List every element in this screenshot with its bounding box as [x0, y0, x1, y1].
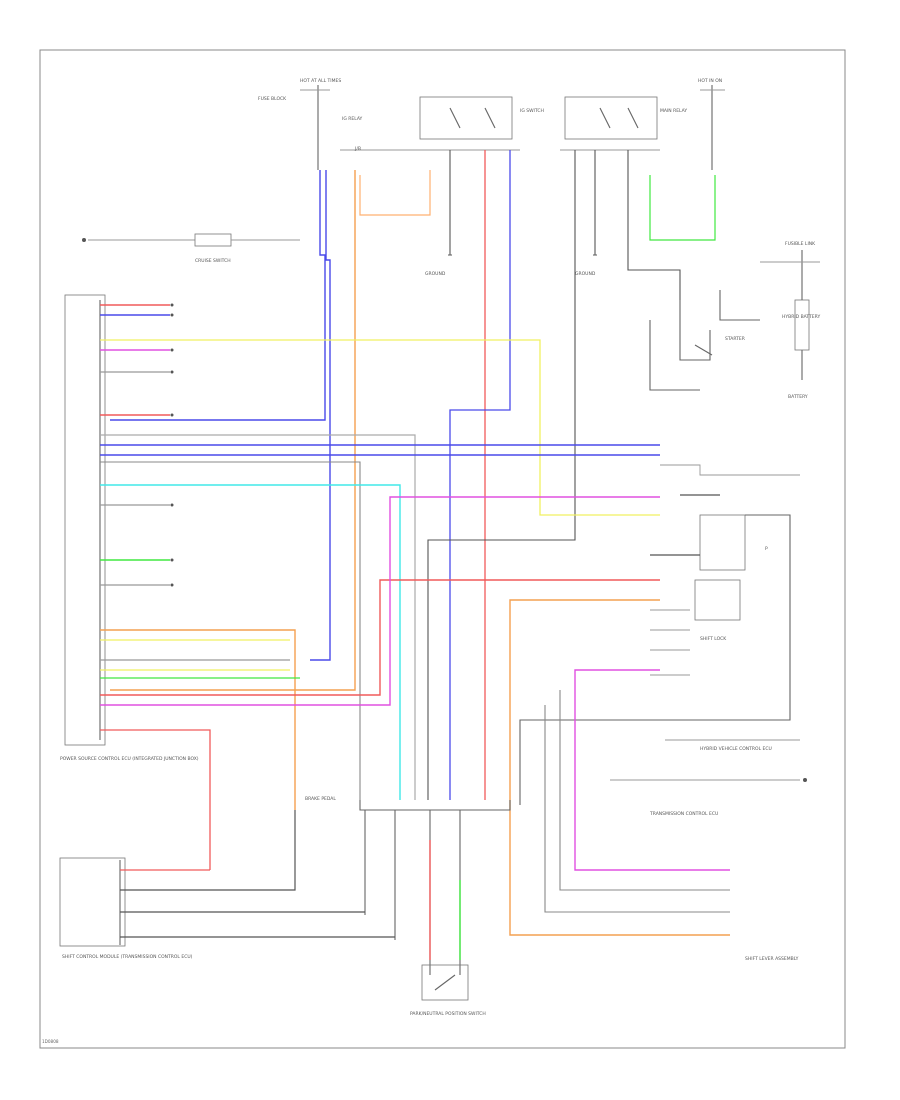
ig-switch-label: IG SWITCH [520, 108, 544, 114]
ig-relay-label: IG RELAY [342, 116, 363, 122]
diagram-frame [39, 49, 846, 1049]
main-relay-label: MAIN RELAY [660, 108, 687, 114]
fusible-link-label: FUSIBLE LINK [785, 241, 816, 247]
shift-control-module-label: SHIFT CONTROL MODULE (TRANSMISSION CONTR… [62, 954, 193, 960]
ecm-label: POWER SOURCE CONTROL ECU (INTEGRATED JUN… [60, 756, 199, 762]
ground-left-label: GROUND [425, 271, 446, 277]
park-neutral-label: PARK/NEUTRAL POSITION SWITCH [410, 1011, 486, 1017]
shift-lock-label: SHIFT LOCK [700, 636, 727, 642]
cruise-switch-label: CRUISE SWITCH [195, 258, 231, 264]
starter-label: STARTER [725, 336, 745, 342]
cruise-switch-top [82, 233, 300, 247]
hot-in-on-label: HOT IN ON [698, 78, 722, 84]
top-wires [110, 150, 716, 800]
center-junction [359, 800, 511, 1001]
diagram-code: 1D0808 [42, 1039, 59, 1044]
fuse-block-label: FUSE BLOCK [258, 96, 287, 102]
right-wires [509, 599, 807, 936]
starter-circuit [649, 250, 820, 391]
park-label: P [765, 546, 768, 552]
battery-label: BATTERY [788, 394, 808, 400]
left-connectors [170, 303, 174, 587]
jb-label: J/B [354, 146, 361, 152]
brake-pedal-label: BRAKE PEDAL [305, 796, 336, 802]
shift-control-module [59, 810, 395, 947]
hybrid-battery-label: HYBRID BATTERY [782, 314, 820, 320]
hybrid-ecu-label: HYBRID VEHICLE CONTROL ECU [700, 746, 772, 752]
shift-ecu-label: SHIFT LEVER ASSEMBLY [745, 956, 799, 962]
left-wires [100, 304, 660, 870]
ground-right-label: GROUND [575, 271, 596, 277]
right-connector-block [519, 464, 800, 805]
power-source-ecu [64, 294, 106, 746]
hot-at-all-times-label: HOT AT ALL TIMES [300, 78, 341, 84]
transmission-ecu-label: TRANSMISSION CONTROL ECU [649, 811, 718, 817]
fuse-block [300, 85, 725, 170]
